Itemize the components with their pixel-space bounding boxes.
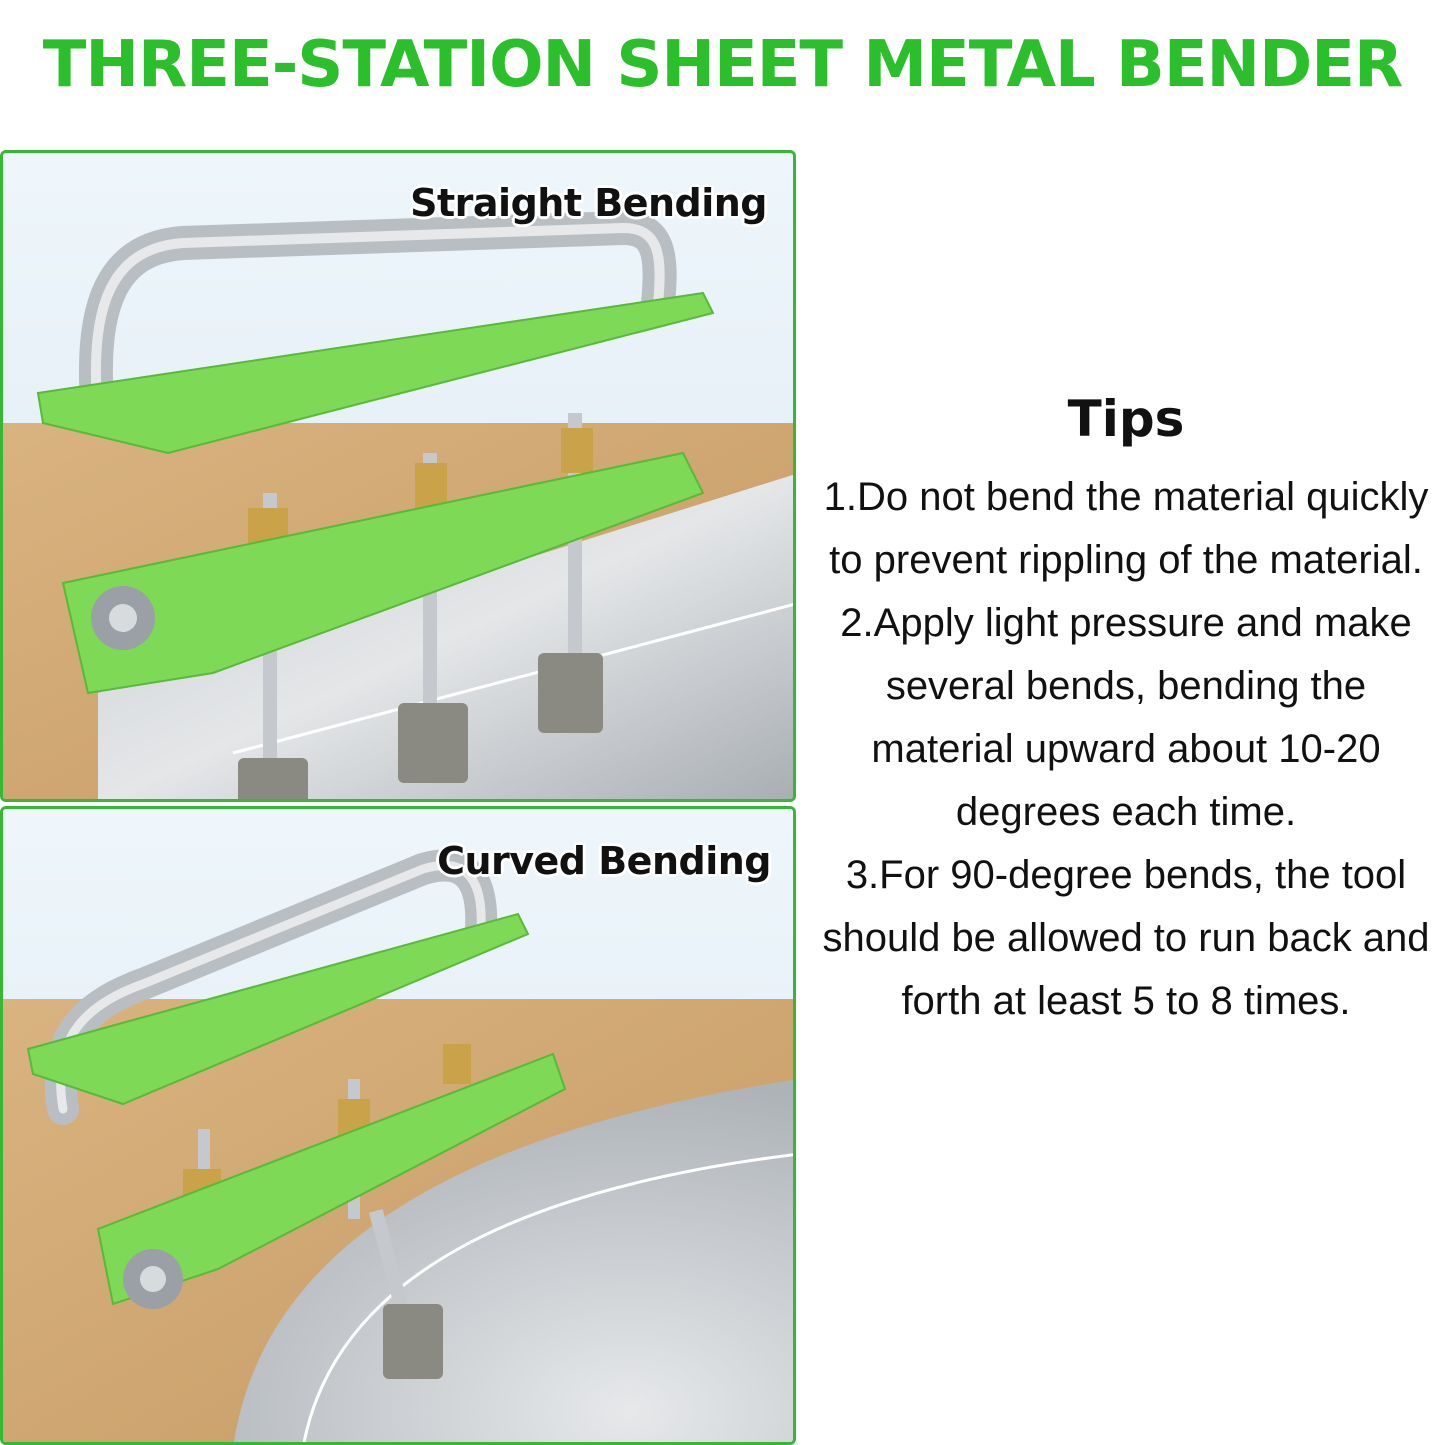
straight-bending-photo	[3, 153, 793, 799]
straight-bending-label: Straight Bending	[410, 181, 767, 225]
tip-item-2: 2.Apply light pressure and make several …	[840, 601, 1412, 834]
page-title: THREE-STATION SHEET METAL BENDER	[42, 28, 1403, 102]
curved-bending-label: Curved Bending	[437, 839, 771, 883]
curved-bending-photo	[3, 809, 793, 1442]
straight-bending-panel: Straight Bending	[0, 150, 796, 802]
tips-section: Tips 1.Do not bend the material quickly …	[812, 390, 1440, 1033]
tip-item-1: 1.Do not bend the material quickly to pr…	[823, 475, 1429, 582]
curved-bending-panel: Curved Bending	[0, 806, 796, 1445]
tip-item-3: 3.For 90-degree bends, the tool should b…	[822, 853, 1430, 1023]
tips-heading: Tips	[1067, 390, 1185, 448]
